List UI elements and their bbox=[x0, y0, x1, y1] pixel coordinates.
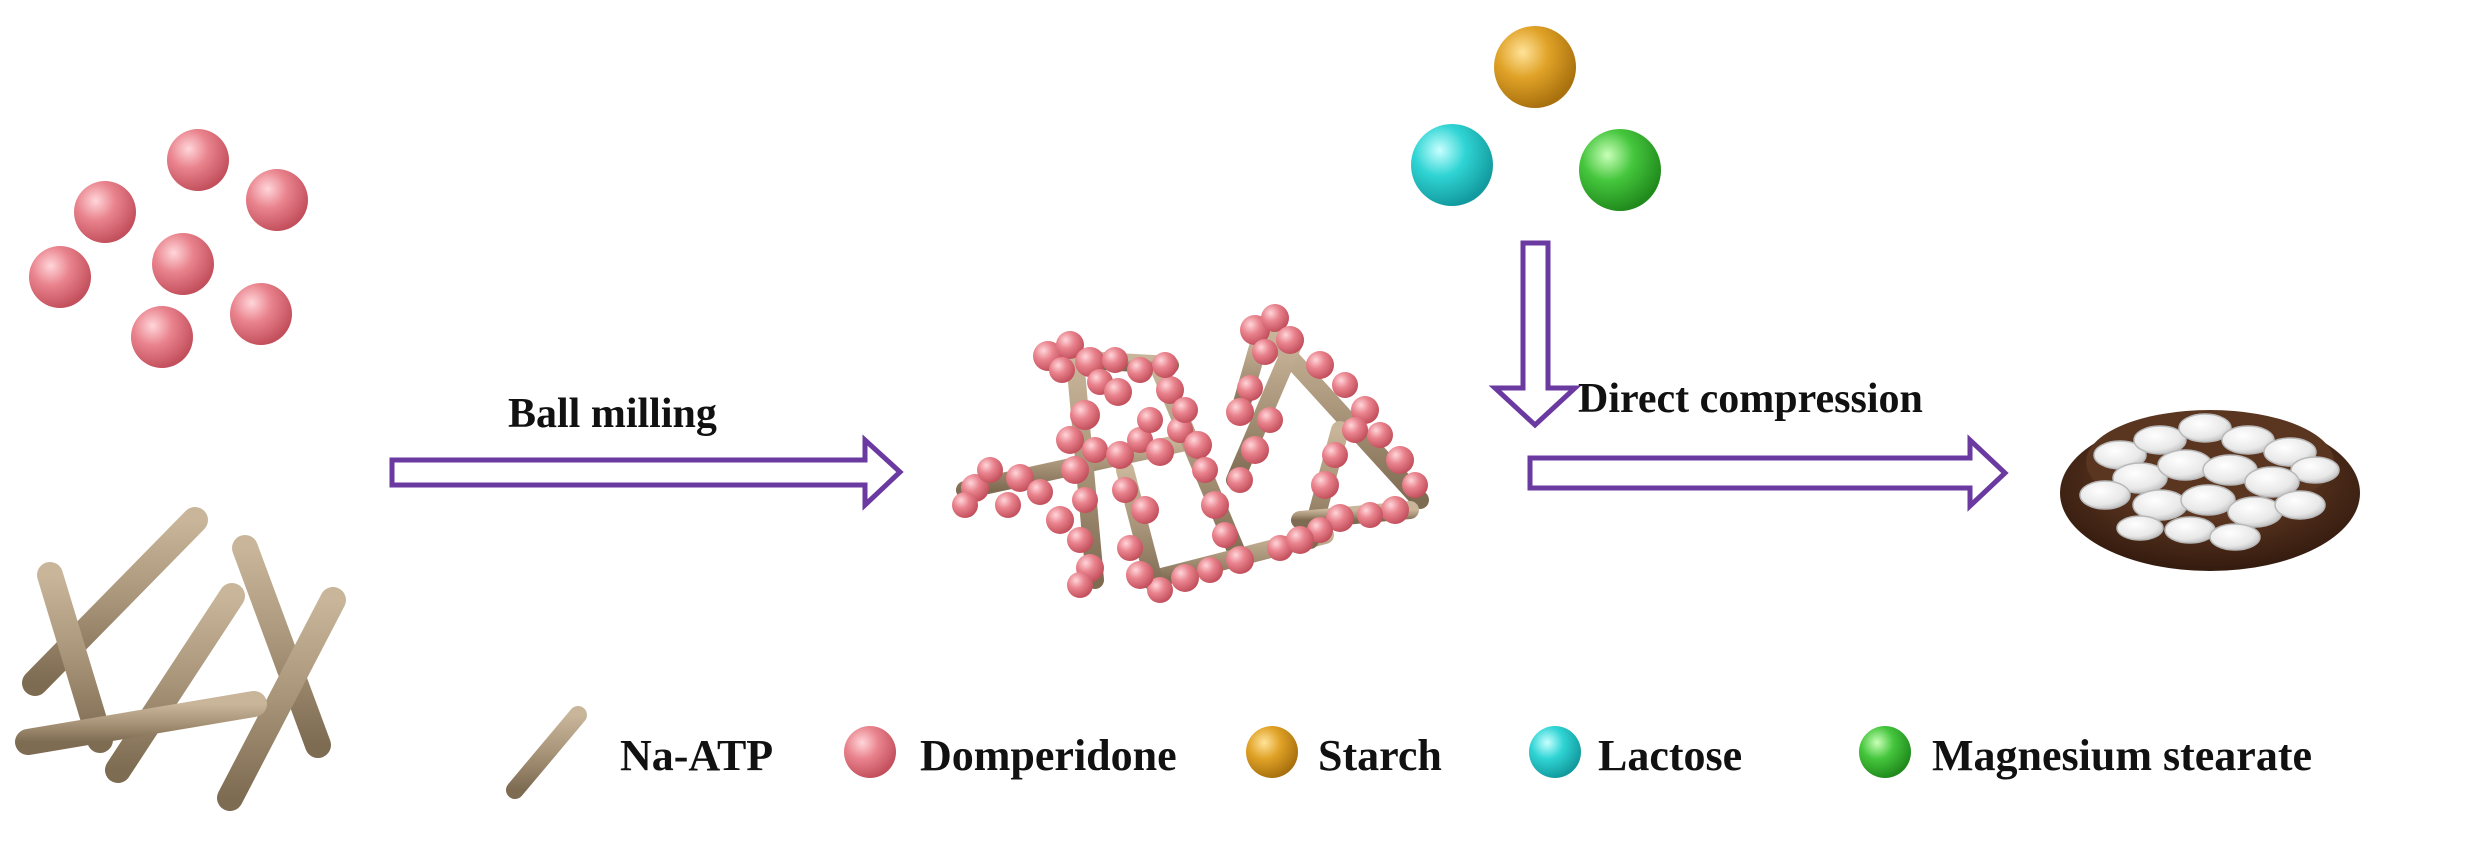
tablet-bowl bbox=[2060, 410, 2360, 571]
ball-milling-arrow bbox=[389, 434, 904, 511]
legend-icons bbox=[506, 706, 1911, 799]
legend-na-atp: Na-ATP bbox=[620, 731, 774, 780]
magnesium-stearate-sphere bbox=[1579, 129, 1661, 211]
na-atp-legend-icon bbox=[506, 706, 587, 799]
legend-domperidone: Domperidone bbox=[920, 731, 1177, 780]
legend-magnesium-stearate: Magnesium stearate bbox=[1932, 731, 2313, 780]
lactose-sphere bbox=[1411, 124, 1493, 206]
ball-milling-label: Ball milling bbox=[508, 391, 717, 437]
direct-compression-label: Direct compression bbox=[1578, 376, 1923, 422]
na-atp-rods bbox=[15, 507, 346, 811]
magnesium-stearate-legend-icon bbox=[1859, 726, 1911, 778]
excipient-down-arrow bbox=[1488, 240, 1582, 429]
excipient-spheres bbox=[1411, 26, 1661, 211]
starch-sphere bbox=[1494, 26, 1576, 108]
starch-legend-icon bbox=[1246, 726, 1298, 778]
lactose-legend-icon bbox=[1529, 726, 1581, 778]
domperidone-particles bbox=[29, 129, 308, 368]
legend-lactose: Lactose bbox=[1598, 731, 1743, 780]
legend-starch: Starch bbox=[1318, 731, 1442, 780]
domperidone-legend-icon bbox=[844, 726, 896, 778]
composite-network bbox=[952, 304, 1429, 603]
direct-compression-arrow bbox=[1527, 434, 2009, 512]
